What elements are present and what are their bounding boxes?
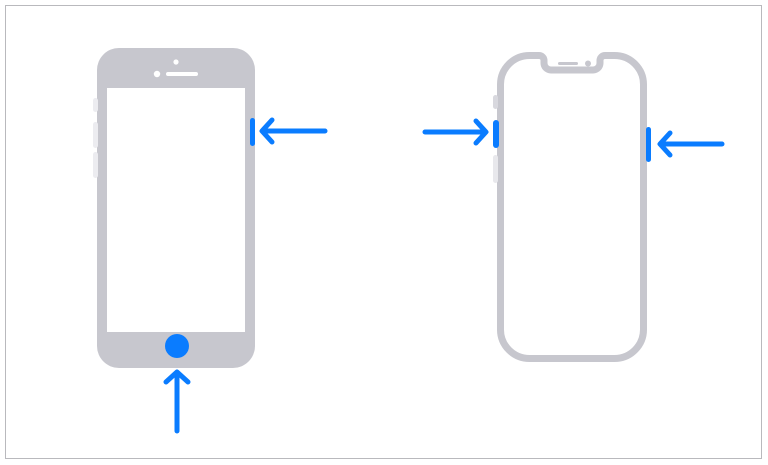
home-button[interactable] [165,334,189,358]
front-camera-dot [173,59,179,65]
silent-switch[interactable] [493,95,498,109]
front-camera-dot [585,60,591,67]
volume-down-button[interactable] [93,152,98,178]
silent-switch[interactable] [93,98,98,112]
proximity-sensor-dot [153,70,161,78]
device-body-outline [496,52,648,362]
device-home-button-iphone [93,48,255,368]
device-screen [107,88,245,332]
side-power-button[interactable] [646,127,651,162]
side-power-button[interactable] [250,118,255,146]
arrow-to-side-power-button-left-device [259,117,328,145]
arrow-to-home-button-left-device [163,369,191,434]
volume-up-button[interactable] [493,120,499,148]
earpiece-speaker-slot [558,62,578,65]
volume-up-button[interactable] [93,122,98,148]
arrow-to-volume-up-button-right-device [422,118,489,146]
volume-down-button[interactable] [493,155,498,183]
earpiece-speaker-slot [166,72,198,76]
arrow-to-side-power-button-right-device [657,130,725,158]
device-face-id-iphone [493,52,651,362]
